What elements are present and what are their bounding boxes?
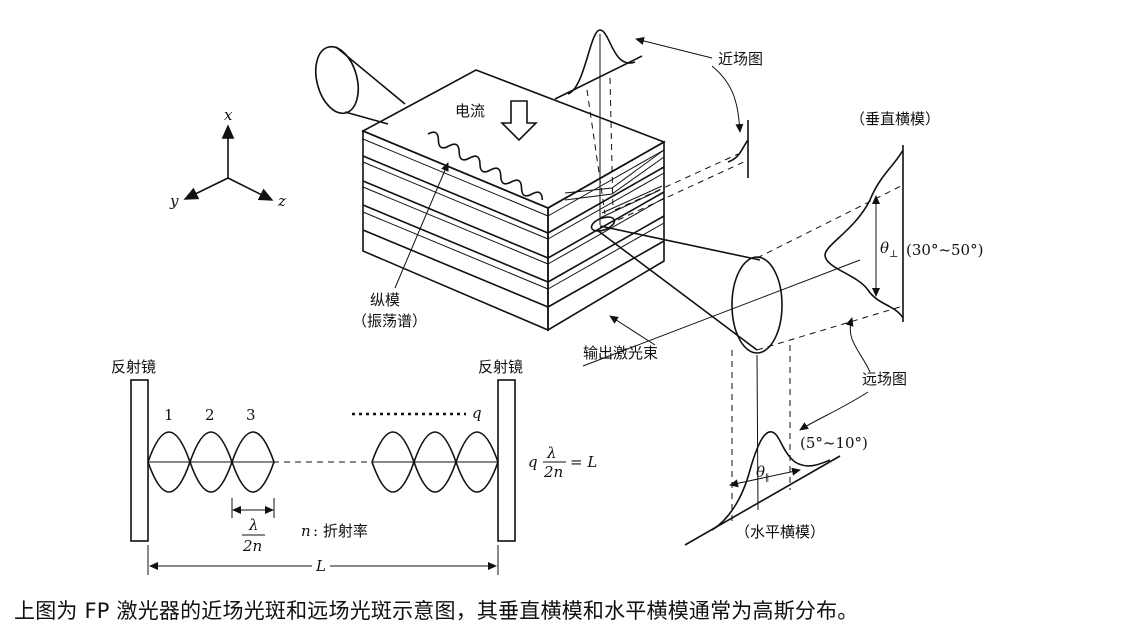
cavity-length-L: L: [315, 557, 326, 575]
axis-y-label: y: [169, 192, 179, 210]
horizontal-mode-label: （水平横模）: [735, 523, 825, 541]
axis-z-label: z: [277, 192, 286, 210]
eq-lambda: λ: [546, 444, 557, 462]
near-field-label: 近场图: [718, 50, 763, 68]
longitudinal-mode-callout: 纵模 （振荡谱）: [352, 162, 449, 330]
longitudinal-mode-wave: [427, 131, 544, 201]
left-mirror: [130, 379, 149, 542]
mode-number-2: 2: [205, 406, 215, 424]
right-mirror: [497, 379, 516, 542]
current-arrow: 电流: [455, 100, 538, 142]
output-beam: 输出激光束: [582, 225, 861, 367]
theta-perp-symbol: θ⊥: [880, 239, 898, 260]
half-wave-2n: 2n: [242, 537, 262, 555]
current-label: 电流: [455, 102, 485, 120]
output-beam-label: 输出激光束: [583, 344, 658, 362]
eq-q: q: [528, 453, 538, 471]
near-field-pattern: 近场图: [554, 29, 763, 225]
mode-number-1: 1: [164, 406, 174, 424]
far-field-callout: 远场图: [799, 317, 907, 431]
longitudinal-mode-label: 纵模: [370, 291, 400, 309]
vertical-angle-range: (30°~50°): [906, 241, 983, 259]
theta-par-symbol: θ∥: [756, 463, 769, 484]
fp-cavity: 反射镜 反射镜 1 2 3 q q λ 2n = L λ 2n n : 折射率: [111, 358, 597, 575]
n-symbol: n: [301, 522, 311, 540]
mode-number-3: 3: [246, 406, 256, 424]
horizontal-angle-range: (5°~10°): [800, 434, 868, 452]
rear-emission-cone: [314, 45, 406, 125]
oscillation-spectrum-label: （振荡谱）: [352, 312, 427, 330]
mode-number-q: q: [472, 404, 482, 422]
left-mirror-label: 反射镜: [111, 358, 156, 376]
far-field-ellipse: [731, 256, 783, 354]
axis-x-label: x: [224, 106, 233, 124]
eq-2n: 2n: [543, 463, 563, 481]
horizontal-transverse-mode: (5°~10°) θ∥ （水平横模）: [684, 345, 868, 546]
eq-equals-L: = L: [570, 453, 597, 471]
n-description: : 折射率: [313, 522, 368, 540]
far-field-label: 远场图: [862, 370, 907, 388]
vertical-transverse-mode: （垂直横模） θ⊥ (30°~50°): [756, 110, 983, 351]
coordinate-axes: x y z: [169, 106, 286, 210]
half-wave-lambda: λ: [248, 516, 259, 534]
figure-caption: 上图为 FP 激光器的近场光斑和远场光斑示意图，其垂直横模和水平横模通常为高斯分…: [14, 599, 859, 623]
vertical-mode-label: （垂直横模）: [850, 110, 940, 128]
laser-chip: [361, 69, 666, 332]
right-mirror-label: 反射镜: [478, 358, 523, 376]
